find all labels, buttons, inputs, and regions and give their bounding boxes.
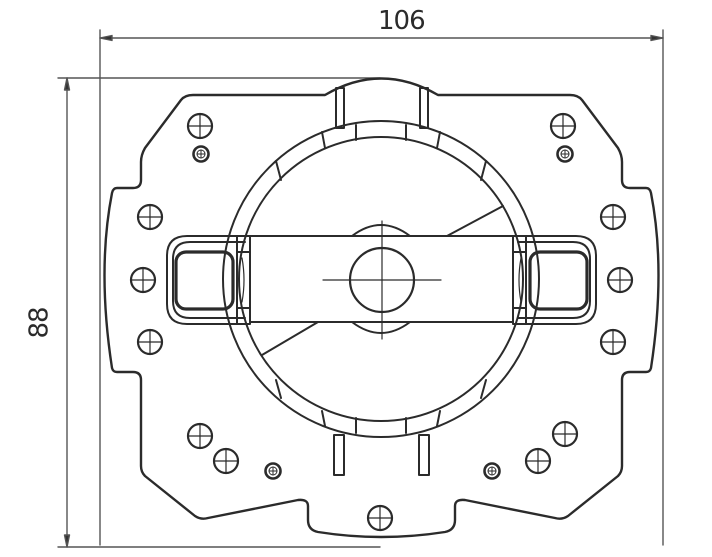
mounting-hole <box>136 328 164 356</box>
mounting-hole <box>551 420 579 448</box>
mounting-hole <box>599 328 627 356</box>
center-bar <box>249 205 514 356</box>
mounting-hole <box>129 266 157 294</box>
center-hole <box>322 220 442 340</box>
small-hole <box>264 462 282 480</box>
width-dimension-label: 106 <box>378 6 426 36</box>
plate-outline <box>103 77 660 539</box>
ring-tab-top-left <box>335 87 345 129</box>
left-latch <box>166 235 251 325</box>
small-hole <box>192 145 210 163</box>
mounting-hole <box>212 447 240 475</box>
center-ring <box>222 120 540 438</box>
mounting-hole <box>524 447 552 475</box>
ring-tab-bottom-left <box>333 434 345 476</box>
small-hole <box>556 145 574 163</box>
width-dimension <box>99 29 664 546</box>
ring-tab-top-right <box>419 87 429 129</box>
height-dimension <box>57 77 381 548</box>
mounting-hole <box>549 112 577 140</box>
small-hole <box>483 462 501 480</box>
right-latch <box>512 235 597 325</box>
mounting-hole <box>599 203 627 231</box>
mounting-hole <box>366 504 394 532</box>
mounting-hole <box>186 112 214 140</box>
mounting-hole <box>136 203 164 231</box>
mounting-hole <box>606 266 634 294</box>
mounting-hole <box>186 422 214 450</box>
ring-tab-bottom-right <box>418 434 430 476</box>
